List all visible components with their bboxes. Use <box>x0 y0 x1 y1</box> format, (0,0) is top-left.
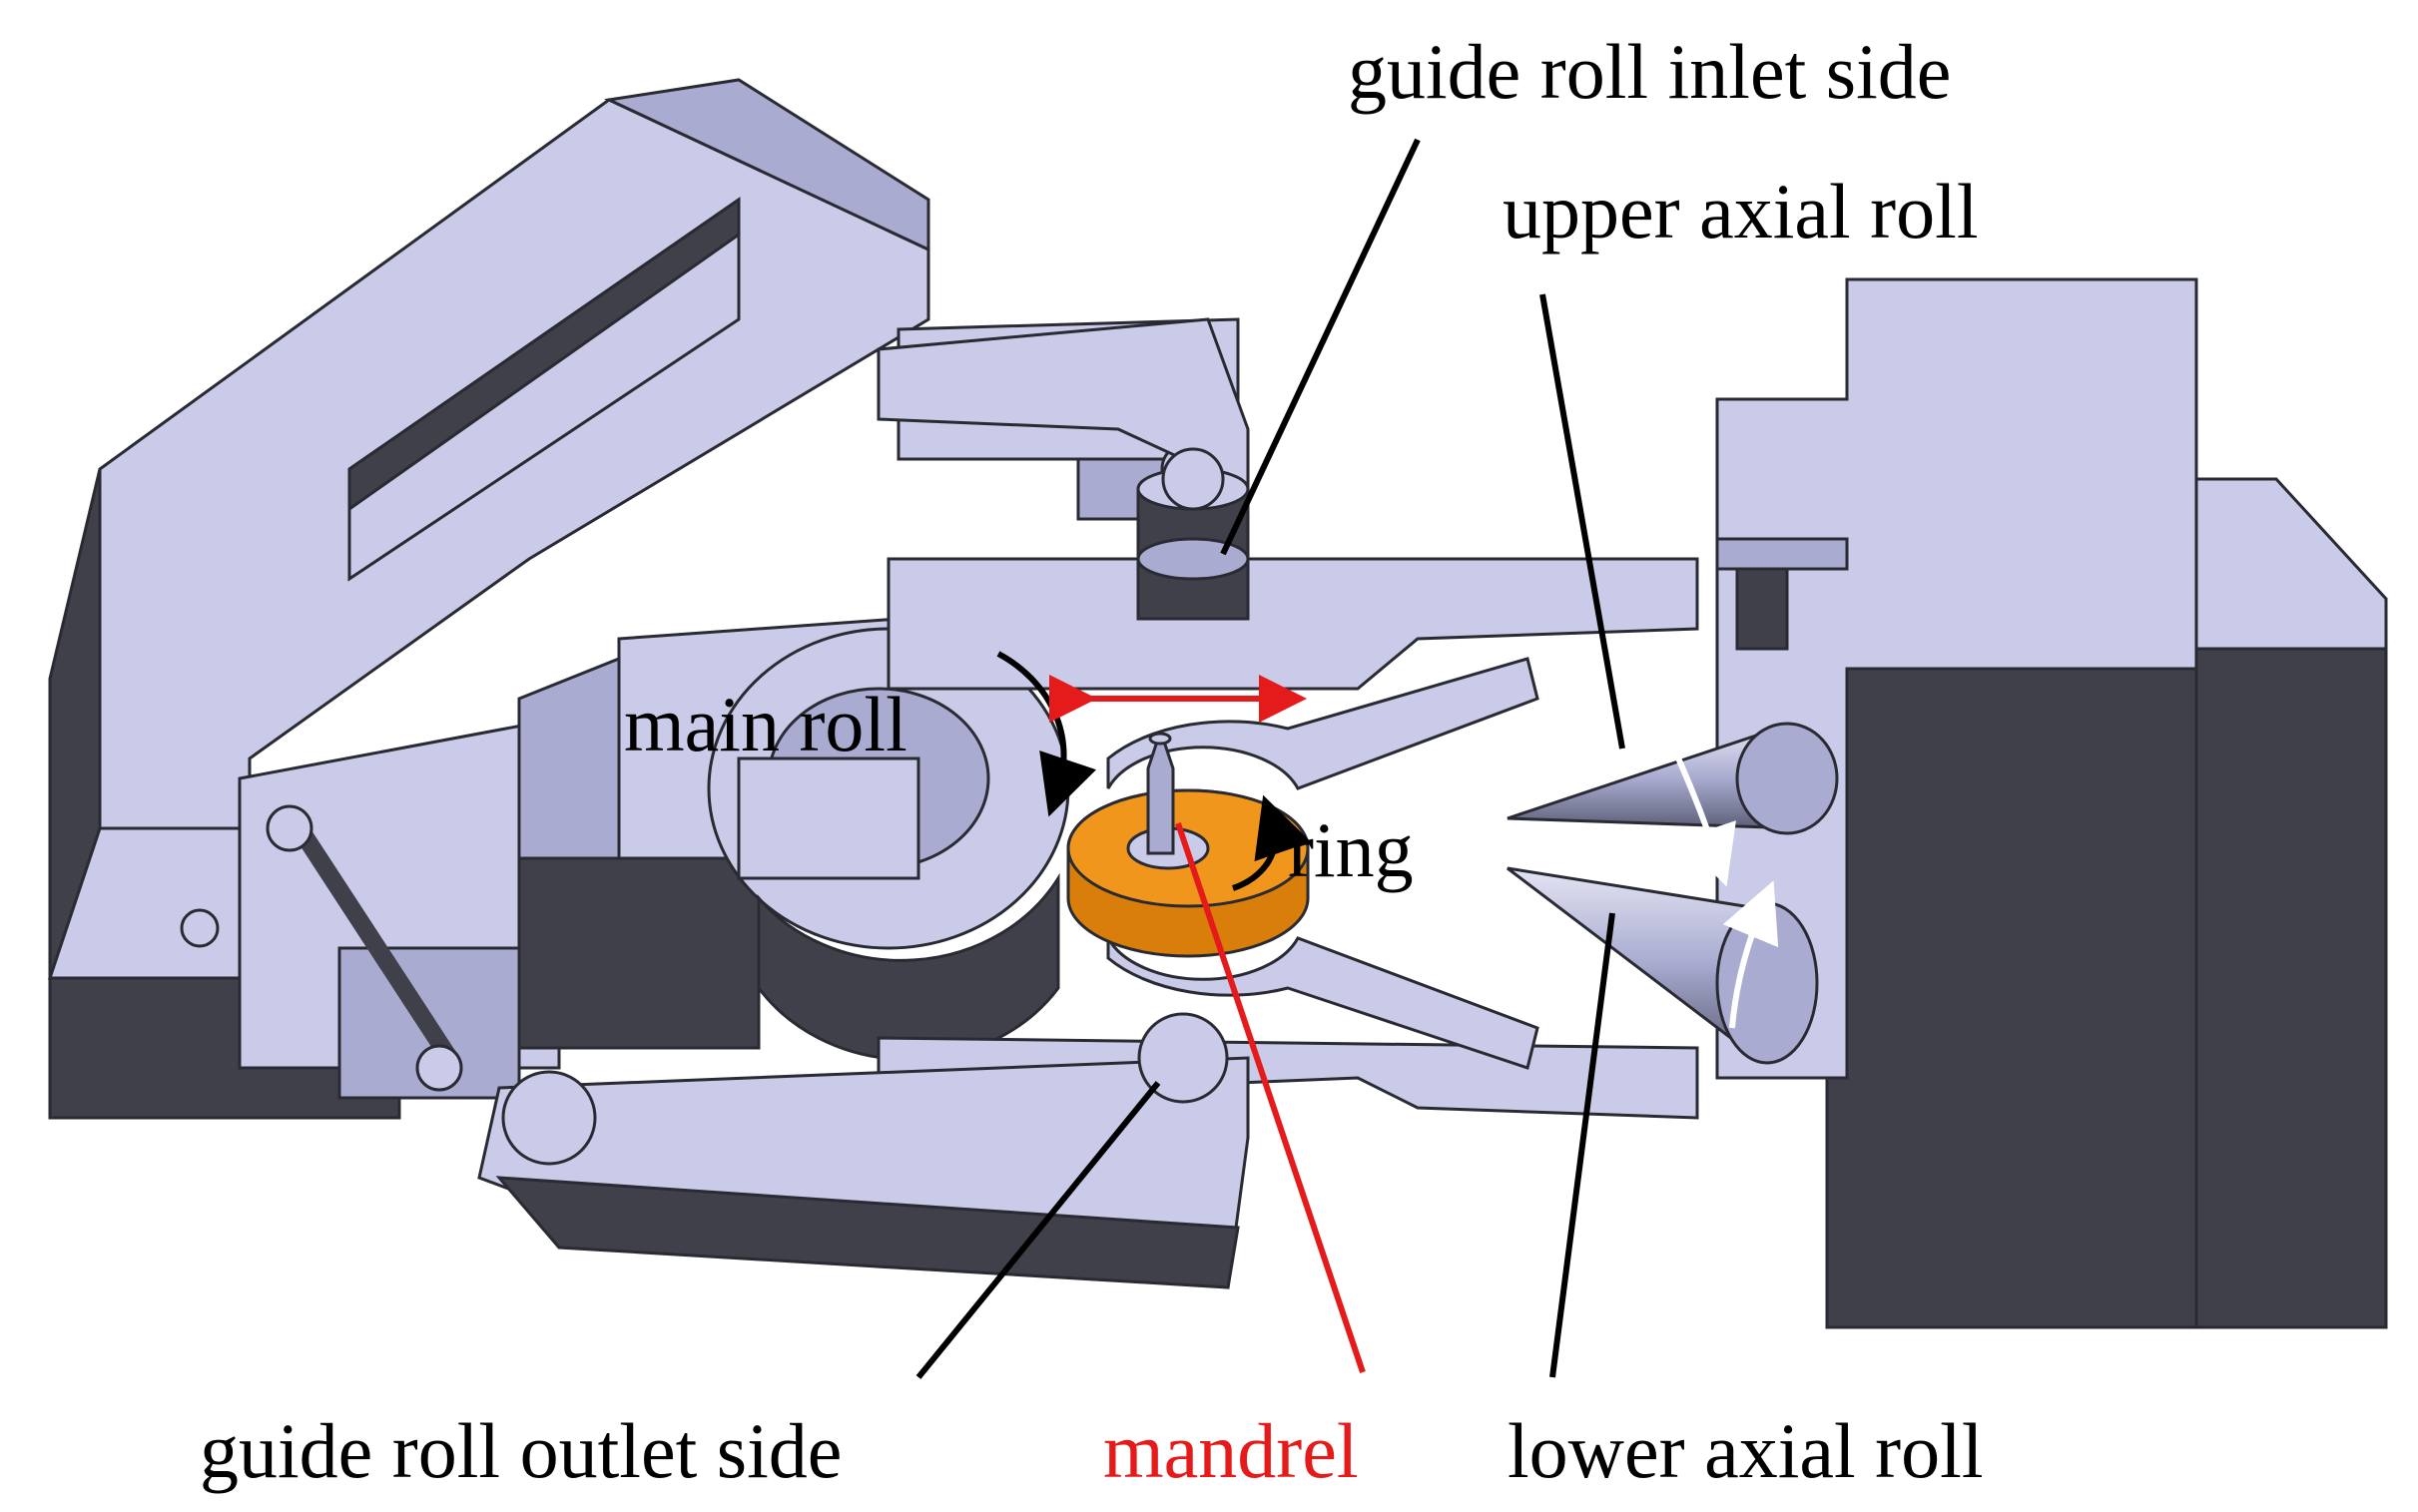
axial-roll-frame <box>1715 277 2388 1329</box>
upper-axial-rotation-arrow <box>1664 732 1736 887</box>
main-roll-assembly <box>517 617 1070 1062</box>
main-roll-label: main roll <box>624 681 907 767</box>
guide-roll-inlet-arm <box>877 317 1699 691</box>
guide-roll-inlet-label: guide roll inlet side <box>1348 28 1951 115</box>
ring-workpiece <box>1066 788 1310 958</box>
guide-roll-outlet-label: guide roll outlet side <box>200 1407 842 1494</box>
guide-roll-outlet-leader <box>915 1081 1161 1379</box>
upper-axial-roll-cone <box>1507 722 1839 835</box>
mandrel-support-fork <box>1106 657 1539 1070</box>
lower-axial-roll-leader <box>1549 912 1615 1378</box>
lower-axial-rotation-arrow <box>1722 880 1779 1029</box>
machine-left-linkage <box>238 717 561 1100</box>
lower-axial-roll-label: lower axial roll <box>1508 1407 1984 1494</box>
guide-roll-outlet-arm <box>477 1012 1699 1289</box>
mandrel-leader <box>1175 822 1366 1373</box>
guide-roll-inlet-leader <box>1220 138 1421 556</box>
mandrel-shaft <box>1146 732 1175 855</box>
mandrel-label: mandrel <box>1103 1407 1359 1494</box>
ring-rotation-arrow <box>1232 794 1312 891</box>
ring-label: ring <box>1288 806 1414 893</box>
upper-axial-roll-label: upper axial roll <box>1503 168 1979 254</box>
upper-axial-roll-leader <box>1539 293 1625 750</box>
